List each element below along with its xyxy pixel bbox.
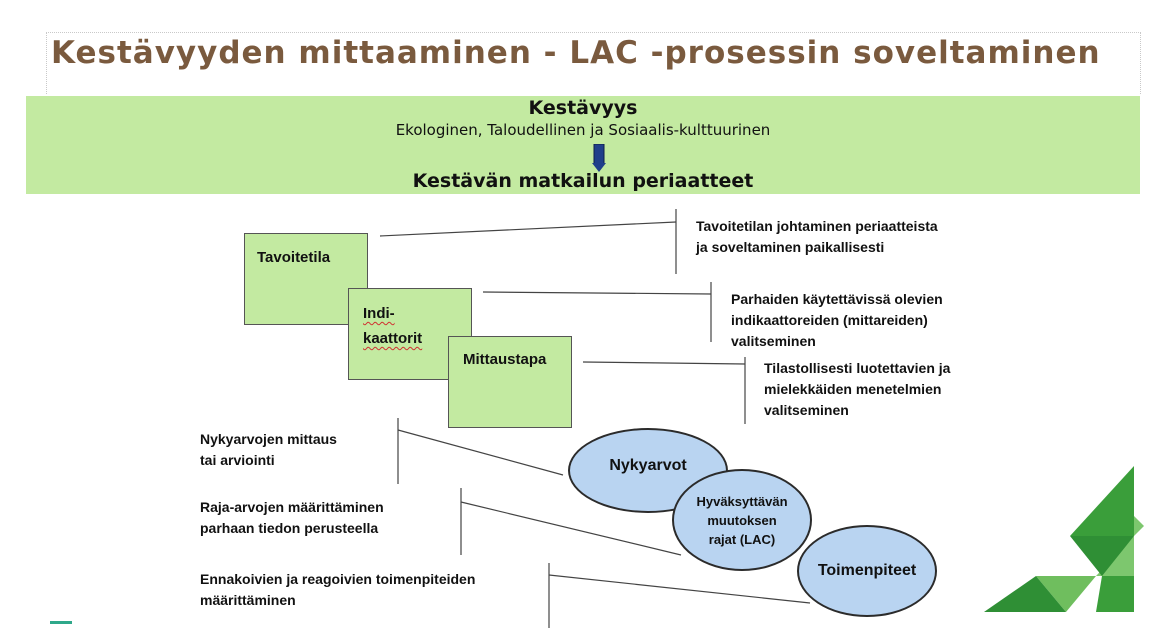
box-tavoitetila-label: Tavoitetila <box>257 249 331 266</box>
ellipse-lac: Hyväksyttävän muutoksen rajat (LAC) <box>672 469 812 571</box>
box-mittaustapa: Mittaustapa <box>448 336 572 428</box>
note-raja-arvot: Raja-arvojen määrittäminen parhaan tiedo… <box>200 499 384 536</box>
band-sub-text: Ekologinen, Taloudellinen ja Sosiaalis-k… <box>395 121 771 139</box>
ellipse-nykyarvot-label: Nykyarvot <box>609 456 687 474</box>
sustainability-band <box>26 96 1140 194</box>
note-toimenpiteet: Ennakoivien ja reagoivien toimenpiteiden… <box>200 571 476 608</box>
page-title: Kestävyyden mittaaminen - LAC -prosessin… <box>46 32 1141 94</box>
note-mittaustapa: Tilastollisesti luotettavien ja mielekkä… <box>764 360 951 418</box>
box-tavoitetila: Tavoitetila <box>244 233 368 325</box>
band-principles-text: Kestävän matkailun periaatteet <box>412 170 754 192</box>
note-tavoitetila: Tavoitetilan johtaminen periaatteista ja… <box>696 218 938 255</box>
ellipse-toimenpiteet-label: Toimenpiteet <box>817 562 917 579</box>
footer-dash <box>50 621 72 624</box>
note-nykyarvot: Nykyarvojen mittaus tai arviointi <box>200 431 337 468</box>
box-indikaattorit-label-2: kaattorit <box>363 330 423 347</box>
band-main-text: Kestävyys <box>528 97 638 119</box>
decorative-triangles <box>984 466 1144 618</box>
ellipse-lac-label: Hyväksyttävän muutoksen rajat (LAC) <box>696 493 788 547</box>
box-mittaustapa-label: Mittaustapa <box>463 351 547 368</box>
down-arrow-icon <box>592 143 606 172</box>
box-indikaattorit-label-1: Indi- <box>363 305 395 322</box>
ellipse-toimenpiteet: Toimenpiteet <box>797 525 937 617</box>
note-indikaattorit: Parhaiden käytettävissä olevien indikaat… <box>731 291 943 349</box>
